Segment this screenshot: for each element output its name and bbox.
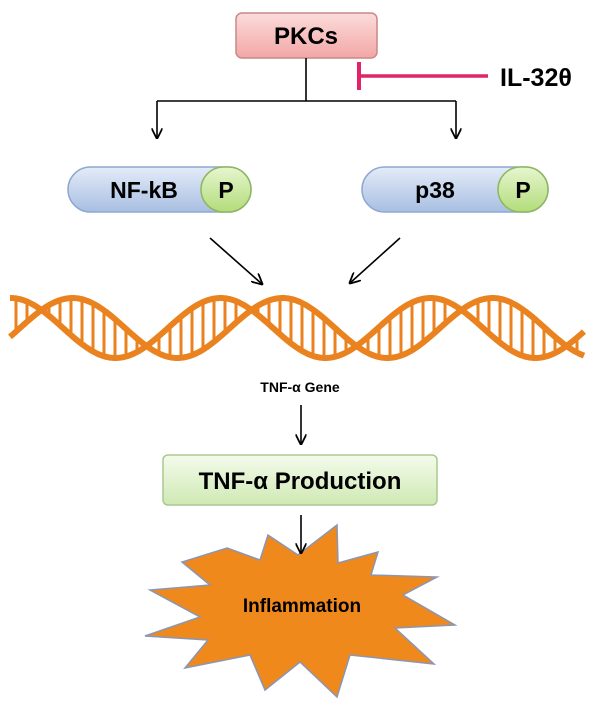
- pkcs-node: PKCs: [235, 12, 378, 59]
- gene-label: TNF-α Gene: [260, 379, 340, 395]
- arrows-to-gene: [209, 237, 401, 284]
- il32-label: IL-32θ: [500, 64, 572, 92]
- nfkb-label: NF-kB: [110, 177, 178, 203]
- production-node: TNF-α Production: [162, 454, 438, 506]
- inflammation-burst: [144, 523, 458, 699]
- dna-strand-b: [8, 295, 586, 361]
- production-label: TNF-α Production: [199, 468, 402, 495]
- inhibition-edge: [357, 62, 488, 90]
- arrow-nfkb-to-gene: [209, 237, 262, 284]
- pkcs-label: PKCs: [274, 23, 338, 50]
- p38-label: p38: [415, 177, 455, 203]
- p38-node: p38 P: [361, 166, 549, 213]
- inflammation-label: Inflammation: [243, 596, 361, 617]
- dna-helix: [8, 295, 587, 361]
- nfkb-node: NF-kB P: [67, 166, 252, 213]
- p38-phospho-label: P: [515, 177, 530, 203]
- arrow-p38-to-gene: [350, 237, 401, 283]
- dna-strand-a: [10, 295, 587, 361]
- nfkb-phospho-label: P: [218, 177, 233, 203]
- pkcs-branch-arrows: [157, 58, 456, 138]
